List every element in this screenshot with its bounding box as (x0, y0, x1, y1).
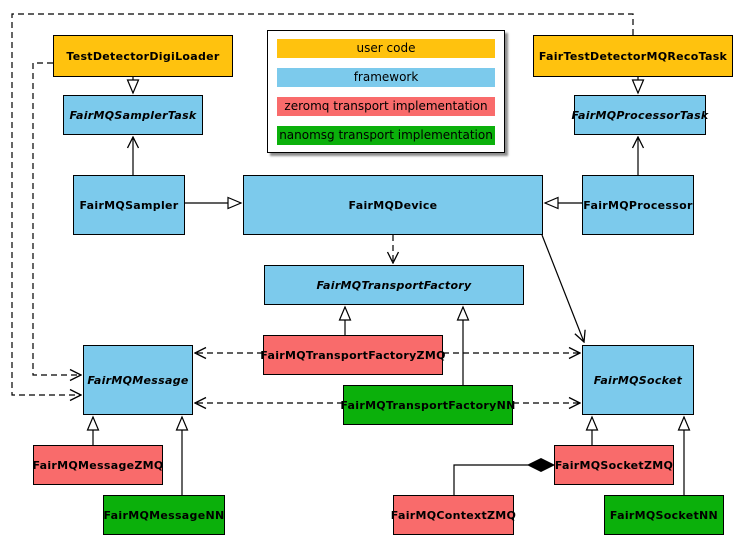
node-fairmqtransportfactory: FairMQTransportFactory (264, 265, 524, 305)
edge-fairmqdevice-uses-fairmqsocket (541, 234, 584, 342)
node-fairmqcontextzmq: FairMQContextZMQ (390, 495, 517, 535)
node-label: FairMQContextZMQ (390, 508, 517, 522)
edge-fairmqcontextzmq-composition-fairmqsocketzmq (453, 457, 556, 495)
node-label: FairMQMessageNN (103, 508, 225, 522)
node-fairmqsamplertask: FairMQSamplerTask (63, 95, 203, 135)
node-label: FairTestDetectorMQRecoTask (538, 49, 728, 63)
node-label: FairMQMessage (87, 373, 189, 387)
node-label: FairMQSocketZMQ (554, 458, 674, 472)
legend-item-zeromq: zeromq transport implementation (277, 96, 495, 116)
node-label: FairMQTransportFactory (316, 278, 472, 292)
legend: user code framework zeromq transport imp… (267, 30, 505, 153)
node-fairmqprocessortask: FairMQProcessorTask (571, 95, 709, 135)
legend-item-nanomsg: nanomsg transport implementation (277, 125, 495, 145)
node-label: FairMQTransportFactoryNN (340, 398, 516, 412)
legend-item-framework: framework (277, 67, 495, 87)
legend-item-user-code: user code (277, 38, 495, 58)
edge-fairtestdetectormqrecotask-depends-fairmqmessage (11, 13, 634, 395)
node-label: FairMQProcessor (583, 198, 693, 212)
node-label: FairMQSamplerTask (69, 108, 197, 122)
node-fairmqsocketnn: FairMQSocketNN (604, 495, 724, 535)
node-label: FairMQProcessorTask (571, 108, 709, 122)
node-label: FairMQSocket (593, 373, 683, 387)
node-testdetectordigiloader: TestDetectorDigiLoader (53, 35, 233, 77)
node-fairmqprocessor: FairMQProcessor (582, 175, 694, 235)
node-fairmqdevice: FairMQDevice (243, 175, 543, 235)
node-fairmqsampler: FairMQSampler (73, 175, 185, 235)
node-fairmqtransportfactorynn: FairMQTransportFactoryNN (340, 385, 516, 425)
node-fairtestdetectormqrecotask: FairTestDetectorMQRecoTask (533, 35, 733, 77)
node-label: FairMQSampler (79, 198, 179, 212)
node-label: FairMQMessageZMQ (32, 458, 164, 472)
node-fairmqmessagenn: FairMQMessageNN (103, 495, 225, 535)
node-label: FairMQSocketNN (609, 508, 719, 522)
node-label: FairMQTransportFactoryZMQ (260, 348, 446, 362)
node-fairmqsocketzmq: FairMQSocketZMQ (554, 445, 674, 485)
node-fairmqmessagezmq: FairMQMessageZMQ (32, 445, 164, 485)
node-fairmqtransportfactoryzmq: FairMQTransportFactoryZMQ (260, 335, 446, 375)
node-label: TestDetectorDigiLoader (66, 49, 220, 63)
node-label: FairMQDevice (348, 198, 438, 212)
node-fairmqsocket: FairMQSocket (582, 345, 694, 415)
node-fairmqmessage: FairMQMessage (83, 345, 193, 415)
edge-testdetectordigiloader-depends-fairmqmessage (32, 62, 81, 375)
